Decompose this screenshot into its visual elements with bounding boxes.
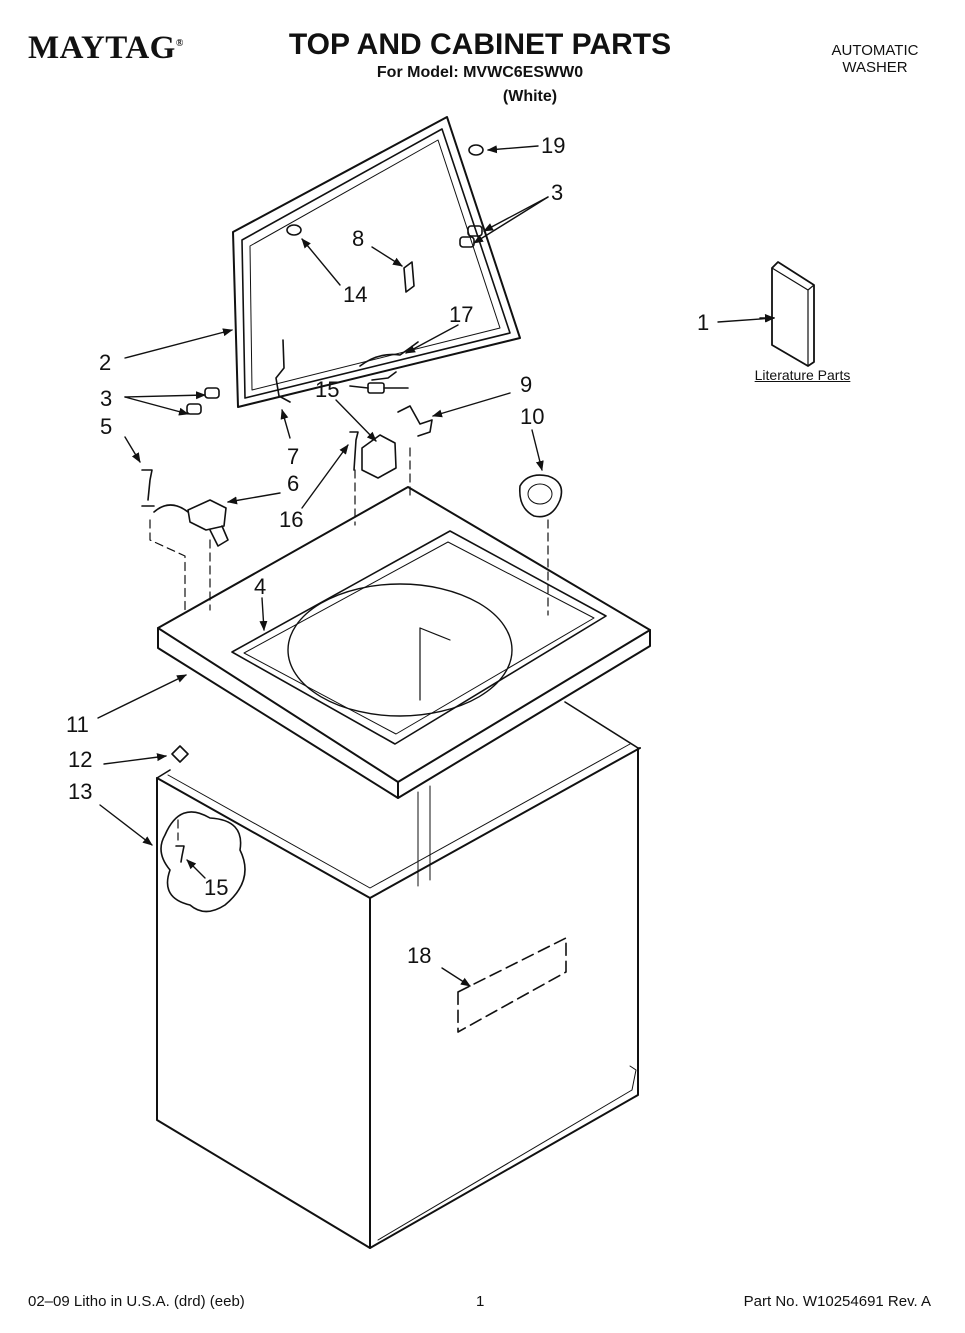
callout-9: 9	[520, 372, 533, 397]
callout-3-right: 3	[551, 180, 564, 205]
lid-drawing	[232, 116, 521, 408]
callout-8: 8	[352, 226, 365, 251]
callout-1: 1	[697, 310, 710, 335]
callout-6: 6	[287, 471, 300, 496]
callout-5: 5	[100, 414, 113, 439]
hinge-screw-drawing	[141, 469, 155, 507]
callout-leaders	[97, 145, 775, 987]
callout-7: 7	[287, 444, 300, 469]
model-line: For Model: MVWC6ESWW0	[376, 64, 584, 81]
callout-11: 11	[66, 712, 89, 737]
callout-15-lid: 14	[343, 282, 368, 307]
cabinet-screw-drawing	[175, 845, 185, 863]
page-number: 1	[476, 1293, 485, 1310]
cabinet-drawing	[156, 701, 641, 1249]
callout-12: 12	[68, 747, 93, 772]
label-location-drawing	[457, 937, 567, 1033]
callout-18: 17	[449, 302, 474, 327]
part-number: Part No. W10254691 Rev. A	[743, 1293, 931, 1310]
cabinet-cutaway-drawing	[160, 811, 246, 913]
hinge-rod-drawing	[275, 339, 291, 403]
brand-logo: MAYTAG®	[28, 30, 184, 67]
registered-mark: ®	[175, 38, 184, 49]
callout-13: 13	[68, 779, 93, 804]
literature-book-drawing	[771, 261, 815, 367]
callout-3-left: 3	[100, 386, 113, 411]
callout-19: 18	[407, 943, 432, 968]
callout-17: 16	[279, 507, 304, 532]
callout-14: 15	[204, 875, 229, 900]
dispenser-drawing	[518, 474, 563, 518]
clip-drawing	[397, 405, 433, 437]
lock-screw-drawing	[349, 431, 359, 471]
print-info: 02–09 Litho in U.S.A. (drd) (eeb)	[28, 1293, 245, 1310]
bumpers-drawing	[286, 144, 484, 236]
callout-2: 2	[99, 350, 112, 375]
cabinet-clip-drawing	[171, 745, 189, 763]
lid-catch-drawing	[403, 261, 415, 293]
color-line: (White)	[502, 88, 558, 105]
product-type: AUTOMATIC WASHER	[800, 42, 950, 76]
callout-15-top: 19	[541, 133, 566, 158]
brand-name: MAYTAG	[28, 30, 176, 66]
lid-lock-drawing	[361, 434, 397, 479]
literature-parts-caption: Literature Parts	[754, 367, 851, 383]
page-title: TOP AND CABINET PARTS	[288, 28, 672, 61]
alignment-lines	[149, 447, 549, 841]
product-type-line2: WASHER	[842, 59, 908, 76]
callout-10: 10	[520, 404, 545, 429]
wire-harness-drawing	[349, 341, 419, 394]
hinge-assembly-drawing	[153, 499, 229, 547]
callout-16: 15	[315, 377, 340, 402]
callout-4: 4	[254, 574, 267, 599]
product-type-line1: AUTOMATIC	[831, 42, 919, 59]
top-panel-drawing	[157, 486, 651, 799]
